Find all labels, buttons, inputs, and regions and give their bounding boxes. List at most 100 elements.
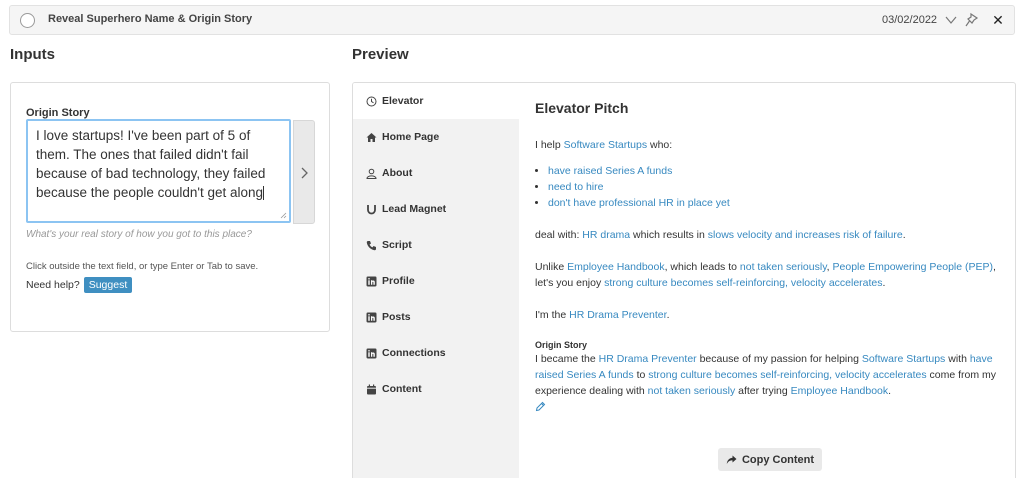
copy-content-label: Copy Content — [741, 453, 815, 466]
inputs-title: Inputs — [10, 46, 55, 63]
tab-label: Home Page — [382, 131, 440, 143]
origin-story-label: Origin Story — [535, 340, 588, 350]
origin-story-text: I became the HR Drama Preventer because … — [535, 351, 1005, 399]
chevron-right-icon — [301, 167, 308, 179]
pin-icon[interactable] — [965, 12, 979, 28]
linkedin-icon — [366, 312, 377, 322]
list-item: have raised Series A funds — [548, 163, 1005, 179]
text: Unlike — [535, 261, 568, 273]
text: come from my experience dealing with — [535, 369, 997, 397]
linkedin-icon — [366, 348, 377, 358]
bullet-link[interactable]: have raised Series A funds — [548, 165, 673, 177]
text: who: — [647, 139, 673, 151]
help-text: What's your real story of how you got to… — [26, 229, 252, 240]
text: after trying — [735, 385, 791, 397]
text: with — [945, 353, 970, 365]
next-button[interactable] — [293, 120, 315, 224]
tab-script[interactable]: Script — [353, 227, 519, 263]
bullet-link[interactable]: have raised Series A funds — [535, 353, 993, 381]
problem-link[interactable]: HR drama — [582, 229, 631, 241]
help-line: I help Software Startups who: — [535, 137, 1005, 153]
tab-label: Elevator — [382, 95, 424, 107]
tab-label: Lead Magnet — [382, 203, 447, 215]
alt1-issue-link[interactable]: not taken seriously — [647, 385, 736, 397]
alt1-link[interactable]: Employee Handbook — [790, 385, 889, 397]
task-date: 03/02/2022 — [882, 14, 938, 26]
text: deal with: — [535, 229, 583, 241]
magnet-icon — [367, 204, 376, 214]
suggest-button[interactable]: Suggest — [83, 277, 133, 293]
benefit-link[interactable]: strong culture becomes self-reinforcing,… — [604, 277, 883, 289]
hero-name-link[interactable]: HR Drama Preventer — [598, 353, 697, 365]
linkedin-icon — [366, 276, 377, 286]
text: I became the — [535, 353, 599, 365]
tab-label: About — [382, 167, 413, 179]
close-icon[interactable]: ✕ — [992, 12, 1004, 28]
benefit-link[interactable]: strong culture becomes self-reinforcing,… — [648, 369, 927, 381]
tab-label: Connections — [382, 347, 446, 359]
phone-icon — [366, 240, 376, 250]
user-icon — [366, 168, 377, 179]
text: . — [666, 309, 670, 321]
text: . — [902, 229, 906, 241]
tab-posts[interactable]: Posts — [353, 299, 519, 335]
text: , — [826, 261, 833, 273]
preview-title: Preview — [352, 46, 409, 63]
tab-label: Script — [382, 239, 412, 251]
alt1-link[interactable]: Employee Handbook — [567, 261, 665, 273]
text: I help — [535, 139, 564, 151]
copy-content-button[interactable]: Copy Content — [718, 448, 822, 471]
tab-home-page[interactable]: Home Page — [353, 119, 519, 155]
alt1-issue-link[interactable]: not taken seriously — [739, 261, 827, 273]
pencil-icon[interactable] — [535, 401, 546, 412]
task-bar: Reveal Superhero Name & Origin Story 03/… — [9, 5, 1015, 35]
inputs-panel: Origin Story I love startups! I've been … — [10, 82, 330, 332]
bullet-link[interactable]: need to hire — [548, 181, 604, 193]
im-the-line: I'm the HR Drama Preventer. — [535, 307, 1005, 323]
tab-content[interactable]: Content — [353, 371, 519, 407]
audience-link[interactable]: Software Startups — [861, 353, 946, 365]
chevron-down-icon[interactable] — [944, 13, 958, 27]
content-heading: Elevator Pitch — [535, 100, 629, 116]
tab-elevator[interactable]: Elevator — [353, 83, 519, 119]
hero-name-link[interactable]: HR Drama Preventer — [569, 309, 667, 321]
complete-checkbox[interactable] — [20, 13, 35, 28]
list-item: don't have professional HR in place yet — [548, 195, 1005, 211]
bullet-link[interactable]: don't have professional HR in place yet — [548, 197, 730, 209]
text: I'm the — [535, 309, 570, 321]
tab-lead-magnet[interactable]: Lead Magnet — [353, 191, 519, 227]
text: which results in — [630, 229, 708, 241]
need-help-row: Need help? Suggest — [26, 277, 133, 293]
text: . — [882, 277, 886, 289]
tab-label: Profile — [382, 275, 415, 287]
field-label: Origin Story — [26, 107, 90, 119]
audience-link[interactable]: Software Startups — [563, 139, 648, 151]
origin-story-textarea[interactable]: I love startups! I've been part of 5 of … — [26, 119, 291, 223]
save-instruction: Click outside the text field, or type En… — [26, 261, 259, 272]
tab-profile[interactable]: Profile — [353, 263, 519, 299]
alt2-link[interactable]: People Empowering People (PEP) — [832, 261, 994, 273]
tab-label: Posts — [382, 311, 411, 323]
deal-line: deal with: HR drama which results in slo… — [535, 227, 1005, 243]
calendar-icon — [367, 384, 376, 394]
text: to — [633, 369, 649, 381]
unlike-line: Unlike Employee Handbook, which leads to… — [535, 259, 1005, 291]
task-title: Reveal Superhero Name & Origin Story — [48, 13, 253, 25]
list-item: need to hire — [548, 179, 1005, 195]
text: , which leads to — [664, 261, 740, 273]
text: . — [888, 385, 892, 397]
tab-connections[interactable]: Connections — [353, 335, 519, 371]
resize-grip-icon[interactable] — [280, 212, 287, 219]
tab-about[interactable]: About — [353, 155, 519, 191]
home-icon — [366, 132, 377, 142]
need-help-label: Need help? — [26, 279, 80, 291]
bullet-list: have raised Series A funds need to hire … — [548, 163, 1005, 211]
tab-label: Content — [382, 383, 422, 395]
share-icon — [726, 455, 737, 464]
text: , let's you enjoy — [535, 261, 996, 289]
preview-panel: Elevator Home Page About Lead Magnet Scr… — [352, 82, 1016, 478]
consequence-link[interactable]: slows velocity and increases risk of fai… — [707, 229, 903, 241]
preview-tabs: Elevator Home Page About Lead Magnet Scr… — [353, 83, 519, 478]
clock-icon — [366, 96, 377, 106]
textarea-value: I love startups! I've been part of 5 of … — [36, 128, 266, 200]
